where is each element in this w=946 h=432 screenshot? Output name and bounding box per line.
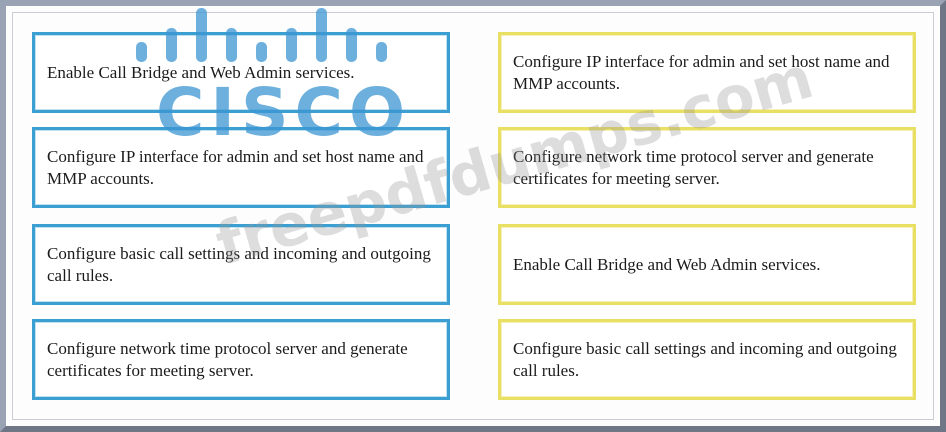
source-item-2-label: Configure IP interface for admin and set… [47,146,424,188]
source-item-1[interactable]: Enable Call Bridge and Web Admin service… [32,32,450,113]
source-item-1-label: Enable Call Bridge and Web Admin service… [47,62,355,82]
source-item-3-label: Configure basic call settings and incomi… [47,243,431,285]
target-slot-4-label: Configure basic call settings and incomi… [513,338,897,380]
target-slot-4[interactable]: Configure basic call settings and incomi… [498,319,916,400]
target-slot-2-label: Configure network time protocol server a… [513,146,874,188]
source-item-3[interactable]: Configure basic call settings and incomi… [32,224,450,305]
source-item-2[interactable]: Configure IP interface for admin and set… [32,127,450,208]
target-slot-2[interactable]: Configure network time protocol server a… [498,127,916,208]
target-slot-3[interactable]: Enable Call Bridge and Web Admin service… [498,224,916,305]
source-item-4-label: Configure network time protocol server a… [47,338,408,380]
target-slot-1[interactable]: Configure IP interface for admin and set… [498,32,916,113]
target-slot-3-label: Enable Call Bridge and Web Admin service… [513,254,821,274]
source-item-4[interactable]: Configure network time protocol server a… [32,319,450,400]
frame-inner-edge [12,12,934,420]
target-slot-1-label: Configure IP interface for admin and set… [513,51,890,93]
